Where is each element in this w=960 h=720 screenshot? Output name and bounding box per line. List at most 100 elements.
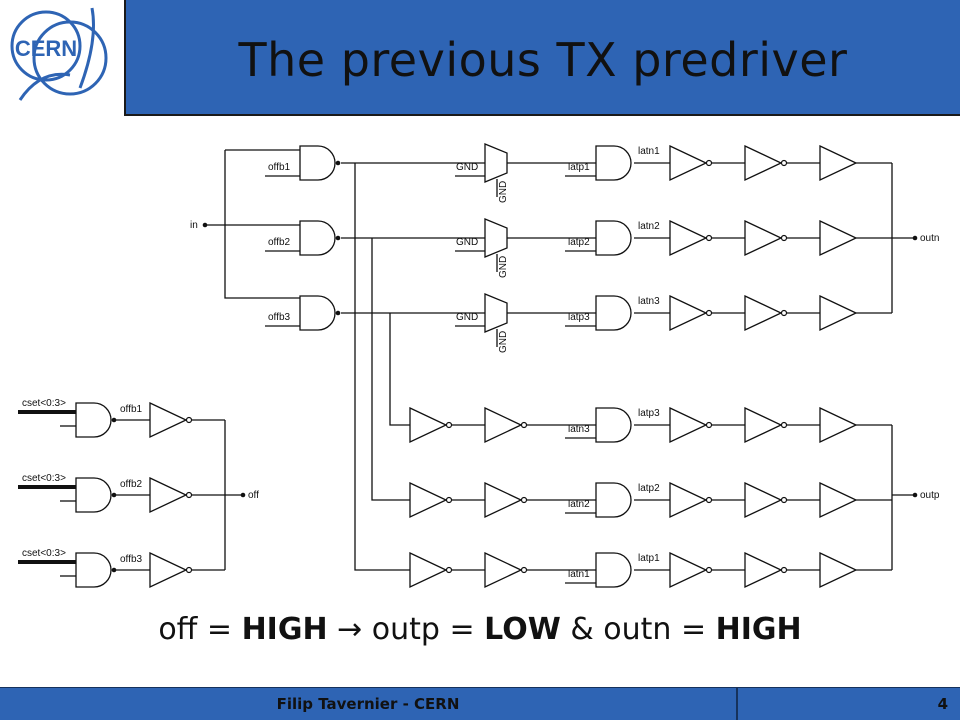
- inv-bot-b-2: [484, 482, 528, 518]
- tap-line-1: [354, 163, 410, 571]
- in-label: in: [190, 220, 198, 231]
- mux-2: [484, 218, 508, 258]
- tap-line-3: [389, 313, 410, 426]
- bot-latch-out-label-2: latp2: [638, 483, 660, 494]
- cset-label-1: cset<0:3>: [22, 398, 66, 409]
- inv-top-b-3: [744, 295, 788, 331]
- buf-top-2: [819, 220, 857, 256]
- nand-gate-top-3: [595, 295, 632, 331]
- buf-bot-2: [819, 482, 857, 518]
- inv-bot-c-3: [669, 552, 713, 588]
- left-and-dot-1: [111, 417, 117, 423]
- buf-bot-1: [819, 407, 857, 443]
- left-gate-label-2: offb2: [120, 479, 142, 490]
- caption-high-1: HIGH: [241, 612, 328, 647]
- inv-bot-c-1: [669, 407, 713, 443]
- top-gate-label-2: offb2: [268, 237, 290, 248]
- mux-in-label-3: GND: [456, 312, 478, 323]
- and-out-dot-3: [335, 310, 341, 316]
- top-latch-in-label-1: latp1: [568, 162, 590, 173]
- outn-label: outn: [920, 233, 939, 244]
- mux-1: [484, 143, 508, 183]
- inv-left-2: [149, 477, 193, 513]
- slide-title: The previous TX predriver: [238, 33, 848, 87]
- and-gate-top-1: [299, 145, 336, 181]
- inv-bot-d-2: [744, 482, 788, 518]
- top-latch-out-label-1: latn1: [638, 146, 660, 157]
- left-gate-label-3: offb3: [120, 554, 142, 565]
- and-gate-left-3: [75, 552, 112, 588]
- bot-latch-out-label-1: latp3: [638, 408, 660, 419]
- mux-in-label-1: GND: [456, 162, 478, 173]
- nand-gate-top-2: [595, 220, 632, 256]
- title-bar: The previous TX predriver: [124, 0, 960, 116]
- mux-sel-label-2: GND: [498, 256, 509, 278]
- and-out-dot-1: [335, 160, 341, 166]
- inv-bot-d-3: [744, 552, 788, 588]
- top-latch-out-label-3: latn3: [638, 296, 660, 307]
- inv-top-b-1: [744, 145, 788, 181]
- caption-part-2: → outp =: [327, 612, 485, 647]
- inv-bot-a-2: [409, 482, 453, 518]
- buf-bot-3: [819, 552, 857, 588]
- top-latch-out-label-2: latn2: [638, 221, 660, 232]
- inv-bot-b-1: [484, 407, 528, 443]
- buf-top-1: [819, 145, 857, 181]
- outp-label: outp: [920, 490, 940, 501]
- mux-in-label-2: GND: [456, 237, 478, 248]
- page-number: 4: [937, 695, 948, 713]
- mux-sel-label-1: GND: [498, 181, 509, 203]
- left-and-dot-2: [111, 492, 117, 498]
- cern-logo: CERN: [0, 0, 122, 118]
- outp-dot: [912, 492, 918, 498]
- logo-text: CERN: [15, 36, 77, 61]
- inv-top-a-2: [669, 220, 713, 256]
- caption: off = HIGH → outp = LOW & outn = HIGH: [0, 612, 960, 647]
- and-gate-left-2: [75, 477, 112, 513]
- inv-left-3: [149, 552, 193, 588]
- inv-top-a-1: [669, 145, 713, 181]
- inv-bot-d-1: [744, 407, 788, 443]
- nand-gate-bot-2: [595, 482, 632, 518]
- cset-label-3: cset<0:3>: [22, 548, 66, 559]
- outn-dot: [912, 235, 918, 241]
- buf-top-3: [819, 295, 857, 331]
- cset-label-2: cset<0:3>: [22, 473, 66, 484]
- bot-latch-out-label-3: latp1: [638, 553, 660, 564]
- tap-line-2: [371, 238, 410, 501]
- left-gate-label-1: offb1: [120, 404, 142, 415]
- caption-part-1: off =: [158, 612, 242, 647]
- caption-low: LOW: [484, 612, 561, 647]
- nand-gate-bot-1: [595, 407, 632, 443]
- inv-bot-b-3: [484, 552, 528, 588]
- inv-bot-a-1: [409, 407, 453, 443]
- nand-gate-bot-3: [595, 552, 632, 588]
- in-bus: [224, 150, 300, 299]
- caption-high-2: HIGH: [715, 612, 802, 647]
- inv-left-1: [149, 402, 193, 438]
- mux-sel-label-3: GND: [498, 331, 509, 353]
- predriver-schematic: inoffb1offb2offb3GNDGNDlatp1latn1GNDGNDl…: [18, 143, 940, 588]
- off-label: off: [248, 490, 259, 501]
- and-gate-left-1: [75, 402, 112, 438]
- top-gate-label-3: offb3: [268, 312, 290, 323]
- caption-part-3: & outn =: [560, 612, 716, 647]
- top-gate-label-1: offb1: [268, 162, 290, 173]
- and-gate-top-2: [299, 220, 336, 256]
- inv-top-a-3: [669, 295, 713, 331]
- left-and-dot-3: [111, 567, 117, 573]
- footer: Filip Tavernier - CERN 4: [0, 687, 960, 720]
- footer-author: Filip Tavernier - CERN: [0, 688, 738, 720]
- and-gate-top-3: [299, 295, 336, 331]
- inv-bot-a-3: [409, 552, 453, 588]
- bot-latch-in-label-1: latn3: [568, 424, 590, 435]
- inv-bot-c-2: [669, 482, 713, 518]
- inv-top-b-2: [744, 220, 788, 256]
- top-latch-in-label-3: latp3: [568, 312, 590, 323]
- and-out-dot-2: [335, 235, 341, 241]
- bot-latch-in-label-2: latn2: [568, 499, 590, 510]
- top-latch-in-label-2: latp2: [568, 237, 590, 248]
- bot-latch-in-label-3: latn1: [568, 569, 590, 580]
- nand-gate-top-1: [595, 145, 632, 181]
- off-dot: [240, 492, 246, 498]
